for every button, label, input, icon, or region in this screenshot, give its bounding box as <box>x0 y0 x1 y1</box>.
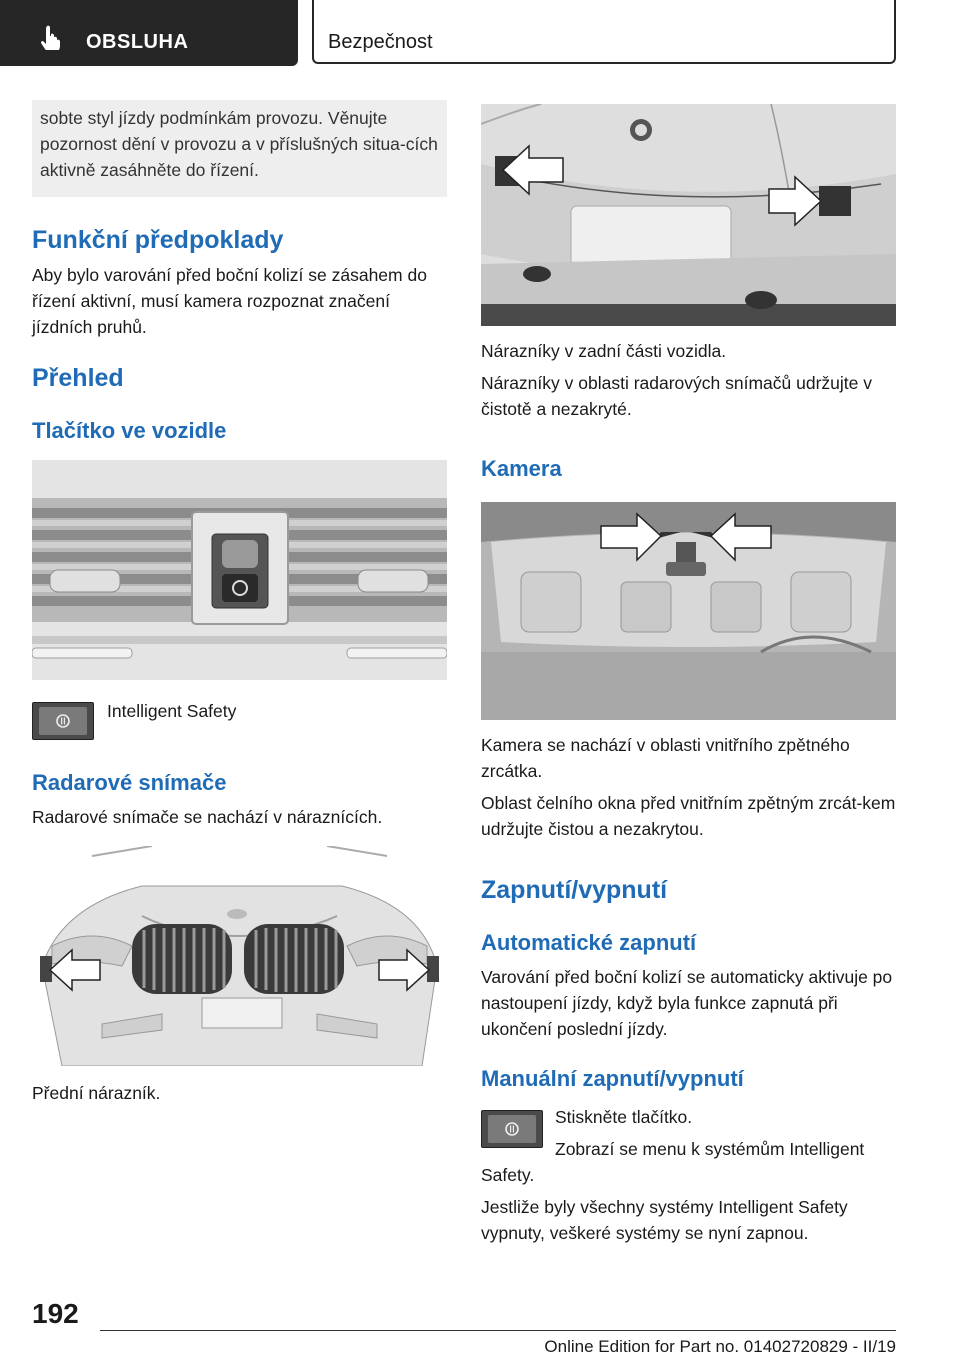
rear-caption-1: Nárazníky v zadní části vozidla. <box>481 341 727 361</box>
camera-photo <box>481 502 896 720</box>
button-panel-photo <box>32 460 447 680</box>
prehled-heading: Přehled <box>32 364 124 392</box>
chapter-label: Bezpečnost <box>328 31 433 53</box>
manual-step-2: Zobrazí se menu k systémům Intelligent S… <box>481 1139 865 1185</box>
intelligent-safety-button-image <box>32 702 94 740</box>
manual-step-1: Stiskněte tlačítko. <box>555 1107 693 1127</box>
front-bumper-photo <box>32 846 447 1066</box>
manual-heading: Manuální zapnutí/vypnutí <box>481 1066 744 1091</box>
kamera-text-2: Oblast čelního okna před vnitřním zpětný… <box>481 793 896 839</box>
footer-divider <box>100 1330 896 1331</box>
kamera-text-1: Kamera se nachází v oblasti vnitřního zp… <box>481 735 850 781</box>
radar-heading: Radarové snímače <box>32 770 227 795</box>
intelligent-safety-button-image-2 <box>481 1110 543 1148</box>
hand-pointer-icon <box>41 25 60 50</box>
radar-text: Radarové snímače se nachází v náraznícíc… <box>32 807 383 827</box>
tlacitko-heading: Tlačítko ve vozidle <box>32 418 227 443</box>
button-label: Intelligent Safety <box>107 701 237 721</box>
chapter-tab: Bezpečnost <box>312 0 896 64</box>
auto-heading: Automatické zapnutí <box>481 930 697 955</box>
note-box: sobte styl jízdy podmínkám provozu. Věnu… <box>32 100 447 197</box>
manual-text: Jestliže byly všechny systémy Intelligen… <box>481 1197 848 1243</box>
zapnuti-heading: Zapnutí/vypnutí <box>481 876 668 904</box>
rear-caption-2: Nárazníky v oblasti radarových snímačů u… <box>481 373 872 419</box>
section-tab: OBSLUHA <box>0 0 298 66</box>
rear-bumper-photo <box>481 104 896 326</box>
intelligent-safety-icon <box>56 714 70 728</box>
funkcni-heading: Funkční předpoklady <box>32 226 284 254</box>
footer-edition: Online Edition for Part no. 01402720829 … <box>544 1337 896 1356</box>
front-caption: Přední nárazník. <box>32 1083 161 1103</box>
page-number: 192 <box>32 1298 79 1329</box>
auto-text: Varování před boční kolizí se automatick… <box>481 967 893 1039</box>
section-label: OBSLUHA <box>86 31 189 53</box>
intelligent-safety-icon <box>505 1122 519 1136</box>
kamera-heading: Kamera <box>481 456 562 481</box>
funkcni-text: Aby bylo varování před boční kolizí se z… <box>32 265 427 337</box>
